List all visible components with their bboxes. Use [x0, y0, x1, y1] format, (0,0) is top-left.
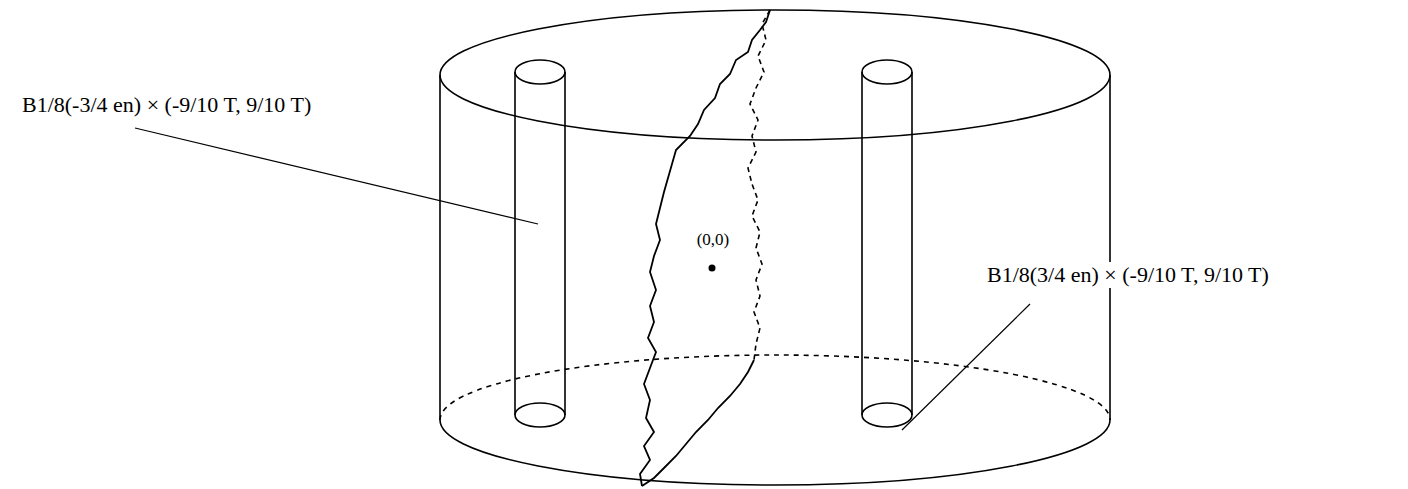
crack-front: [640, 10, 770, 486]
inner-top-ellipse: [515, 60, 565, 84]
spacer: [515, 140, 516, 415]
inner-bottom-ellipse: [515, 403, 565, 427]
origin-dot: [709, 265, 716, 272]
crack-bottom-edge: [642, 360, 754, 486]
outer-side: [1109, 75, 1111, 420]
inner-side: [861, 72, 863, 415]
inner-side: [514, 72, 516, 415]
inner-top-ellipse: [862, 60, 912, 84]
outer-bottom-back: [440, 355, 1110, 420]
leader-line: [902, 304, 1030, 430]
cylinder-label: B1/8(-3/4 en) × (-9/10 T, 9/10 T): [20, 92, 313, 118]
outer-side: [439, 75, 441, 420]
origin-label: (0,0): [695, 230, 732, 250]
outer-top-ellipse: [440, 10, 1110, 140]
inner-bottom-ellipse: [862, 403, 912, 427]
outer-bottom-front: [440, 420, 1110, 485]
leader-line: [135, 128, 538, 224]
crack-back: [748, 10, 770, 360]
inner-side: [564, 72, 566, 415]
inner-side: [911, 72, 913, 415]
cylinder-label: B1/8(3/4 en) × (-9/10 T, 9/10 T): [985, 262, 1271, 288]
